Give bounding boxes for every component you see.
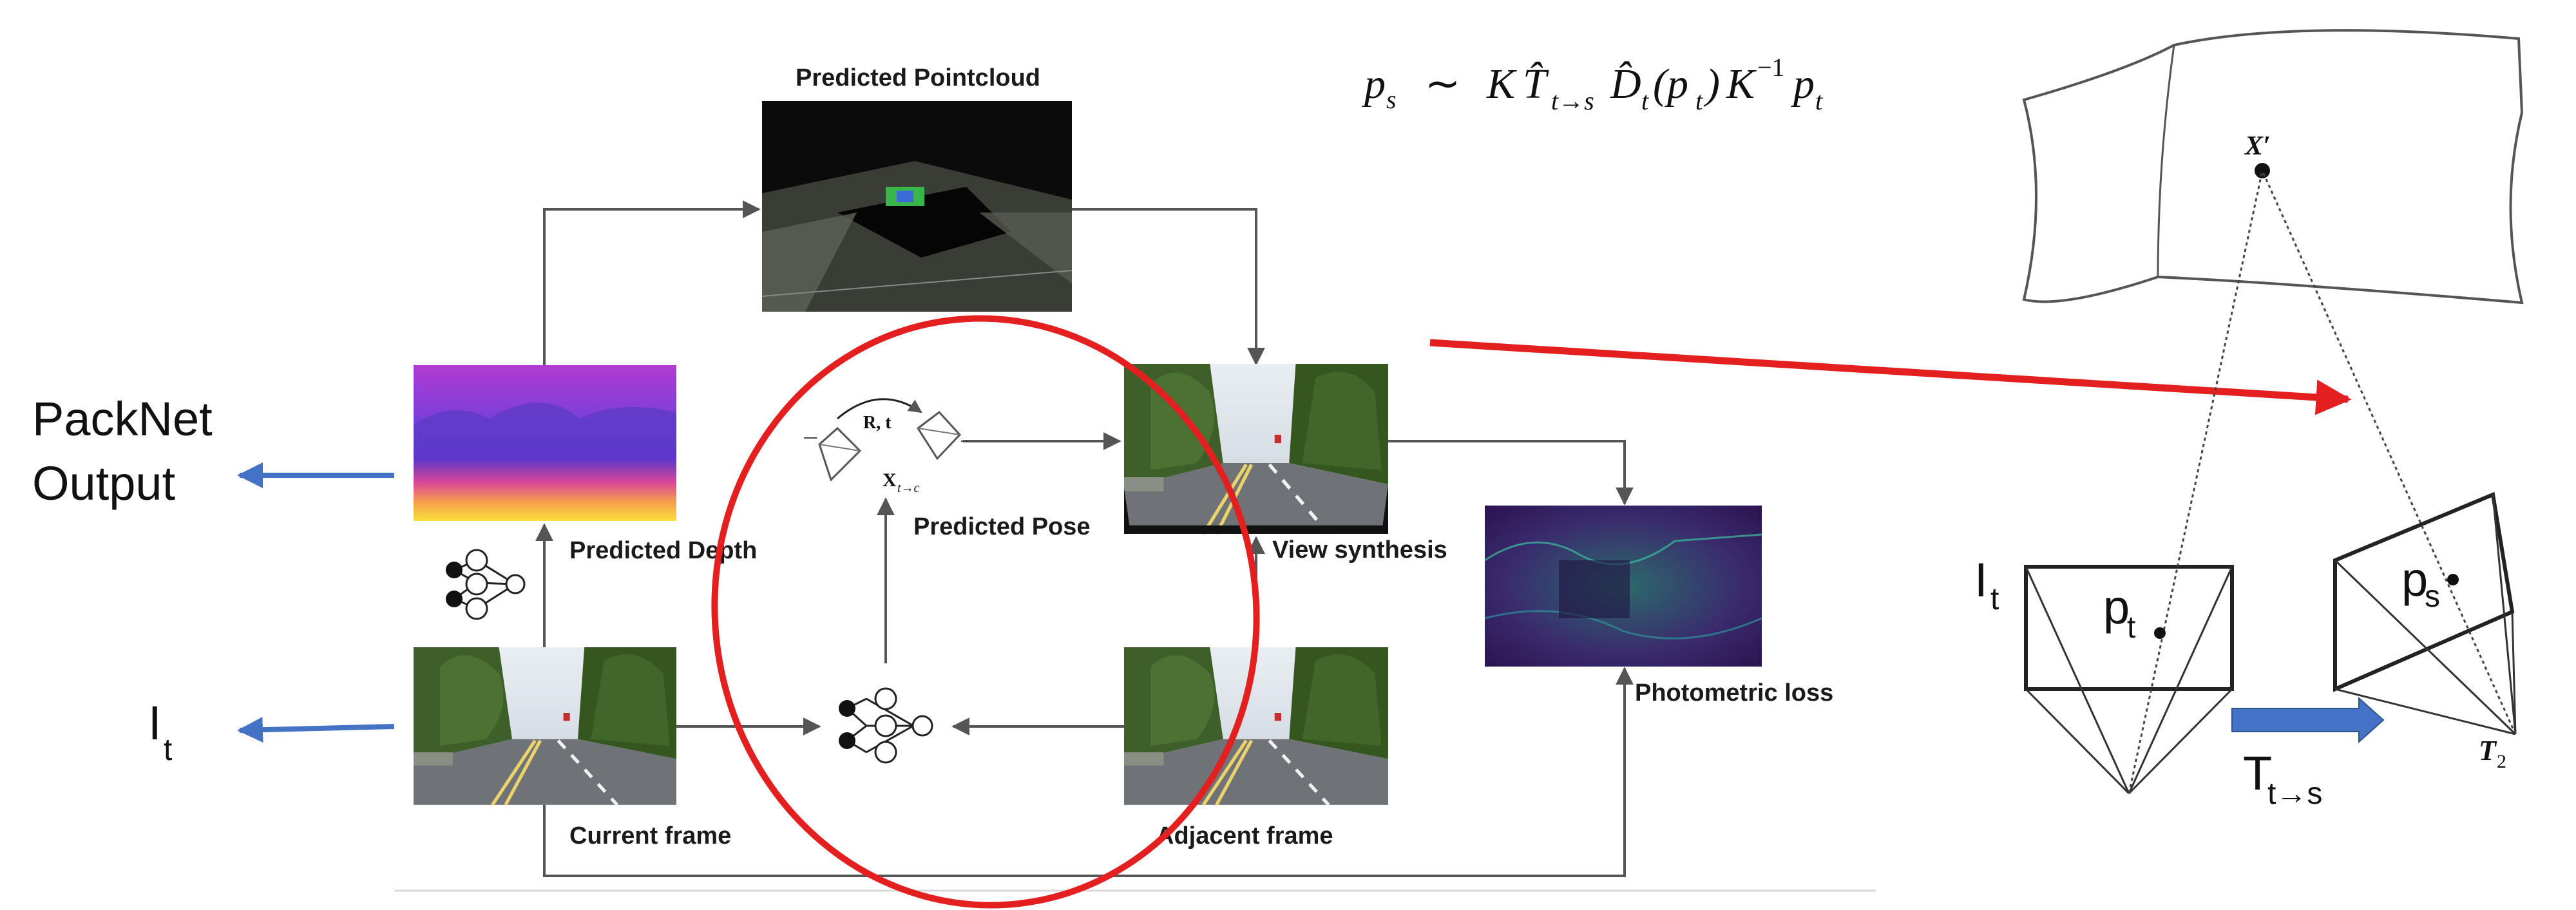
left-camera-ray [2025,688,2130,795]
packnet-label-line2: Output [32,457,176,510]
photometric-loss-label: Photometric loss [1635,679,1833,706]
view-synthesis-label: View synthesis [1272,536,1447,564]
eq-k-inv: K [1726,61,1757,108]
right-image-point [2447,574,2459,585]
pose-network-icon [839,687,933,764]
eq-d-arg-sub: t [1695,86,1703,115]
eq-p-end: p [1791,61,1815,108]
view-synthesis-node: View synthesis [1124,364,1447,564]
left-labels: PackNet Output I t [32,392,395,767]
packnet-label-line1: PackNet [32,392,213,446]
right-camera-ray [2511,611,2517,735]
transform-arrow [2231,696,2385,744]
right-point-sub: s [2425,580,2440,614]
left-camera-ray [2128,566,2233,794]
photometric-loss-image [1484,506,1762,667]
connector-pointcloud-to-synthesis [1072,208,1265,366]
highlight-ellipse [711,315,1260,909]
eq-d-arg-close: ) [1703,61,1720,108]
input-label-i: I [148,696,162,750]
left-point-sub: t [2127,611,2135,645]
eq-d-sub: t [1641,86,1649,115]
current-frame-image [414,647,676,805]
photometric-loss-node: Photometric loss [1484,506,1833,706]
adjacent-frame-label: Adjacent frame [1156,822,1333,849]
depth-node: Predicted Depth [414,365,757,620]
pipeline-connectors [394,200,1876,892]
right-projection-ray [2261,170,2517,735]
left-camera-ray [2025,566,2130,794]
eq-p-end-sub: t [1815,86,1823,115]
right-camera-ray [2334,559,2517,735]
eq-p-sub: s [1386,85,1397,114]
predicted-depth-label: Predicted Depth [569,537,757,564]
depth-map-image [414,365,676,521]
highlight-arrow [1429,339,2352,415]
eq-d-hat: D̂ [1610,61,1641,108]
transform-sub: t→s [2267,777,2322,811]
left-camera-sub: t [1990,582,1999,616]
right-point-label: p [2401,553,2428,606]
projection-equation: p s ∼ K T̂ t→s D̂ t (p t ) K −1 p t [1362,53,1823,115]
right-camera-ray [2334,688,2516,735]
right-camera-ray [2492,494,2517,735]
eq-t-hat: T̂ [1523,61,1549,108]
pose-node: R, t X t→c Predicted Pose [804,398,1091,540]
left-camera-ray [2128,688,2233,795]
pose-rt-label: R, t [863,413,892,433]
pointcloud-title: Predicted Pointcloud [796,64,1040,91]
scene-surface [2022,29,2524,305]
view-synthesis-image [1124,364,1388,534]
connector-frame-to-loss [543,667,1634,877]
geometry-panel: X′ p t I t p s T 2 T t→s [1974,29,2524,811]
transform-label: T [2243,746,2272,800]
pose-x-sub: t→c [897,481,920,495]
left-camera-label: I [1974,553,1988,607]
left-point-label: p [2103,580,2130,634]
surface-fold [2157,44,2175,278]
eq-k-inv-sup: −1 [1757,53,1785,82]
t2-label: T [2479,735,2497,766]
eq-p: p [1362,61,1386,108]
depth-network-icon [446,549,526,620]
eq-d-arg: (p [1653,61,1688,108]
current-frame-node: Current frame [414,647,731,849]
left-camera-plane [2024,565,2234,691]
pose-cameras-icon [804,398,969,482]
pose-x-label: X [883,469,897,491]
eq-t-sub: t→s [1551,86,1594,115]
scene-point [2255,163,2270,178]
left-projection-ray [2128,170,2264,794]
connector-synthesis-to-loss [1388,440,1634,506]
adjacent-frame-node: Adjacent frame [1124,647,1388,849]
input-arrow [237,717,395,743]
input-label-i-sub: t [164,733,172,767]
pointcloud-node: Predicted Pointcloud [761,64,1073,312]
x-prime-label: X′ [2244,131,2271,161]
left-image-point [2154,627,2166,639]
current-frame-label: Current frame [569,822,731,849]
eq-sim: ∼ [1425,61,1460,108]
pointcloud-image [761,101,1073,312]
adjacent-frame-image [1124,647,1388,805]
t2-sub: 2 [2497,751,2506,772]
eq-k: K [1486,61,1517,108]
predicted-pose-label: Predicted Pose [913,513,1091,540]
connector-depth-to-pointcloud [543,200,761,365]
